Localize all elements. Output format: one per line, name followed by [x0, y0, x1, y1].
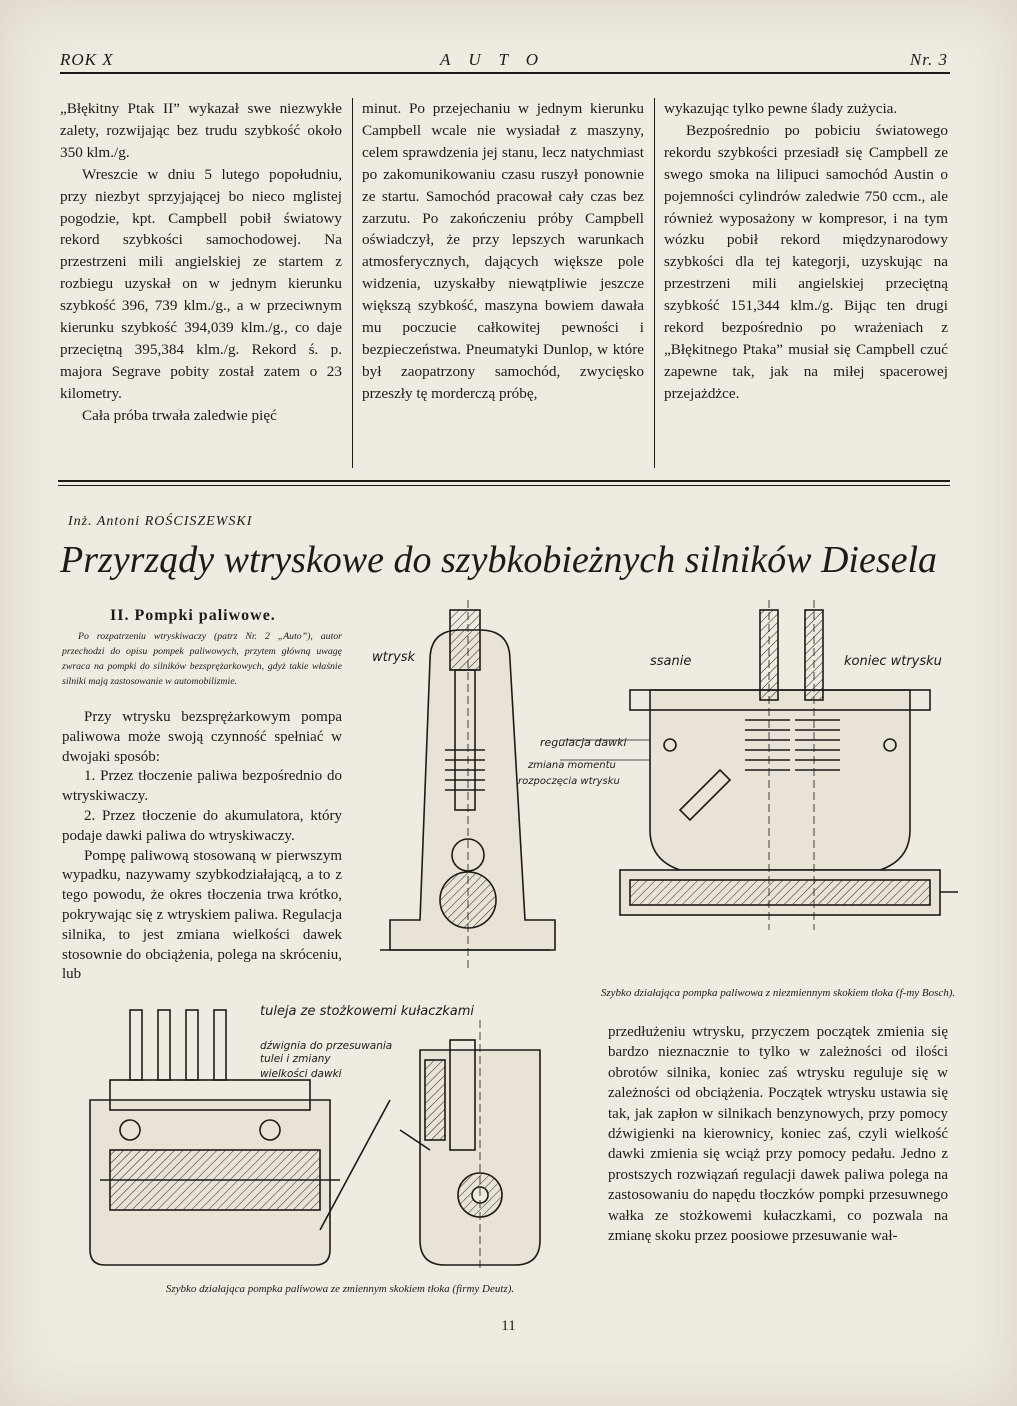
paragraph: „Błękitny Ptak II” wykazał swe niezwykłe…	[60, 100, 342, 161]
figure-1-caption: Szybko działająca pompka paliwowa z niez…	[600, 987, 956, 999]
paragraph: Wreszcie w dniu 5 lutego popołudniu, prz…	[60, 165, 342, 402]
label-regulacja-dawki: regulacja dawki	[540, 736, 627, 749]
label-dzwignia: dźwignia do przesuwania tulei i zmiany	[260, 1040, 393, 1065]
label-koniec-wtrysku: koniec wtrysku	[844, 654, 942, 669]
bosch-pump-drawing	[380, 600, 958, 970]
intro-text: Po rozpatrzeniu wtryskiwaczy (patrz Nr. …	[62, 631, 342, 687]
deutz-pump-drawing	[89, 1009, 541, 1270]
paragraph: Cała próba trwała zaledwie pięć	[82, 406, 277, 424]
label-wielkosci-dawki: wielkości dawki	[260, 1068, 342, 1080]
column-1: „Błękitny Ptak II” wykazał swe niezwykłe…	[60, 98, 342, 427]
paragraph: Pompę paliwową stosowaną w pierwszym wyp…	[62, 847, 342, 983]
header-rule	[60, 72, 950, 74]
label-wtrysk: wtrysk	[372, 650, 416, 665]
figure-deutz-pump: tuleja ze stożkowemi kułaczkami dźwignia…	[70, 1000, 600, 1280]
article-text-right: przedłużeniu wtrysku, przyczem początek …	[608, 1022, 948, 1246]
label-rozpoczecia-wtrysku: rozpoczęcia wtrysku	[518, 776, 620, 787]
label-zmiana-momentu: zmiana momentu	[528, 760, 616, 771]
header-issue: Nr. 3	[909, 50, 948, 69]
paragraph: przedłużeniu wtrysku, przyczem początek …	[608, 1024, 948, 1245]
paragraph: Bezpośrednio po pobiciu światowego rekor…	[664, 121, 948, 402]
page-number: 11	[501, 1318, 516, 1334]
article-title: Przyrządy wtryskowe do szybkobieżnych si…	[60, 539, 938, 581]
header-magazine-title: AUTO	[440, 50, 557, 69]
figure-bosch-pump: wtrysk ssanie koniec wtrysku regulacja d…	[350, 600, 960, 980]
article-author: Inż. Antoni ROŚCISZEWSKI	[68, 514, 253, 529]
figure-2-caption: Szybko działająca pompka paliwowa ze zmi…	[165, 1283, 515, 1295]
column-divider	[352, 98, 353, 468]
label-ssanie: ssanie	[650, 654, 692, 669]
section-heading: II. Pompki paliwowe.	[110, 607, 276, 624]
paragraph: 2. Przez tłoczenie do akumulatora, który…	[62, 807, 342, 844]
paragraph: Przy wtrysku bezsprężarkowym pompa paliw…	[62, 709, 342, 765]
label-tuleja: tuleja ze stożkowemi kułaczkami	[260, 1004, 474, 1019]
column-2: minut. Po przejechaniu w jednym kierunku…	[362, 98, 644, 405]
article-intro: Po rozpatrzeniu wtryskiwaczy (patrz Nr. …	[62, 629, 342, 689]
running-header: ROK X AUTO Nr. 3	[60, 50, 948, 72]
section-rule	[58, 480, 950, 486]
paragraph: wykazując tylko pewne ślady zużycia.	[664, 100, 898, 117]
paragraph: 1. Przez tłoczenie paliwa bezpośrednio d…	[62, 768, 342, 805]
column-3: wykazując tylko pewne ślady zużycia. Bez…	[664, 98, 948, 405]
article-text-left: Przy wtrysku bezsprężarkowym pompa paliw…	[62, 708, 342, 985]
paragraph: minut. Po przejechaniu w jednym kierunku…	[362, 100, 644, 402]
header-volume: ROK X	[60, 50, 114, 69]
column-divider	[654, 98, 655, 468]
